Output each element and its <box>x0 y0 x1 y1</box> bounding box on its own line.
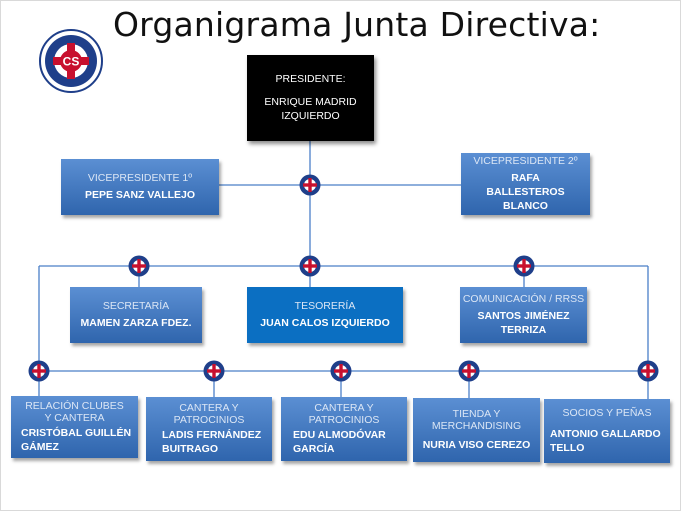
vice-president-1-role: VICEPRESIDENTE 1º <box>87 172 193 184</box>
members-clubs-name: ANTONIO GALLARDO TELLO <box>550 428 661 454</box>
president-role: PRESIDENTE: <box>275 73 346 85</box>
president-name: ENRIQUE MADRID IZQUIERDO <box>264 96 357 122</box>
president-box: PRESIDENTE: ENRIQUE MADRID IZQUIERDO <box>247 55 374 141</box>
club-crest-icon: CS <box>39 29 103 93</box>
connector-node-icon <box>513 255 535 277</box>
connector-node-icon <box>128 255 150 277</box>
clubs-relations-box: RELACIÓN CLUBES Y CANTERA CRISTÓBAL GUIL… <box>11 396 138 458</box>
connector-node-icon <box>637 360 659 382</box>
treasury-role: TESORERÍA <box>294 300 356 312</box>
vice-president-1-box: VICEPRESIDENTE 1º PEPE SANZ VALLEJO <box>61 159 219 215</box>
secretary-box: SECRETARÍA MAMEN ZARZA FDEZ. <box>70 287 202 343</box>
members-clubs-role: SOCIOS Y PEÑAS <box>562 407 652 419</box>
vice-president-2-box: VICEPRESIDENTE 2º RAFA BALLESTEROS BLANC… <box>461 153 590 215</box>
connector-node-icon <box>299 174 321 196</box>
connector-node-icon <box>330 360 352 382</box>
vice-president-2-role: VICEPRESIDENTE 2º <box>473 155 578 167</box>
shop-merch-role: TIENDA Y MERCHANDISING <box>431 408 522 432</box>
treasury-name: JUAN CALOS IZQUIERDO <box>260 317 390 329</box>
page-title: Organigrama Junta Directiva: <box>113 5 601 44</box>
shop-merch-box: TIENDA Y MERCHANDISING NURIA VISO CEREZO <box>413 398 540 462</box>
secretary-role: SECRETARÍA <box>102 300 170 312</box>
youth-sponsorship-2-role: CANTERA Y PATROCINIOS <box>308 402 380 426</box>
crest-monogram: CS <box>63 55 80 69</box>
clubs-relations-name: CRISTÓBAL GUILLÉN GÁMEZ <box>21 427 132 453</box>
youth-sponsorship-2-name: EDU ALMODÓVAR GARCÍA <box>293 429 386 455</box>
connector-node-icon <box>458 360 480 382</box>
clubs-relations-role: RELACIÓN CLUBES Y CANTERA <box>25 400 124 424</box>
connector-node-icon <box>28 360 50 382</box>
connector-node-icon <box>299 255 321 277</box>
youth-sponsorship-1-role: CANTERA Y PATROCINIOS <box>173 402 245 426</box>
vice-president-1-name: PEPE SANZ VALLEJO <box>84 189 196 201</box>
treasury-box: TESORERÍA JUAN CALOS IZQUIERDO <box>247 287 403 343</box>
secretary-name: MAMEN ZARZA FDEZ. <box>80 317 192 329</box>
youth-sponsorship-1-box: CANTERA Y PATROCINIOS LADIS FERNÁNDEZ BU… <box>146 397 272 461</box>
youth-sponsorship-2-box: CANTERA Y PATROCINIOS EDU ALMODÓVAR GARC… <box>281 397 407 461</box>
communication-role: COMUNICACIÓN / RRSS <box>462 293 585 305</box>
communication-box: COMUNICACIÓN / RRSS SANTOS JIMÉNEZ TERRI… <box>460 287 587 343</box>
shop-merch-name: NURIA VISO CEREZO <box>422 439 531 451</box>
members-clubs-box: SOCIOS Y PEÑAS ANTONIO GALLARDO TELLO <box>544 399 670 463</box>
communication-name: SANTOS JIMÉNEZ TERRIZA <box>477 310 570 336</box>
vice-president-2-name: RAFA BALLESTEROS BLANCO <box>486 172 565 212</box>
youth-sponsorship-1-name: LADIS FERNÁNDEZ BUITRAGO <box>162 429 262 455</box>
connector-node-icon <box>203 360 225 382</box>
